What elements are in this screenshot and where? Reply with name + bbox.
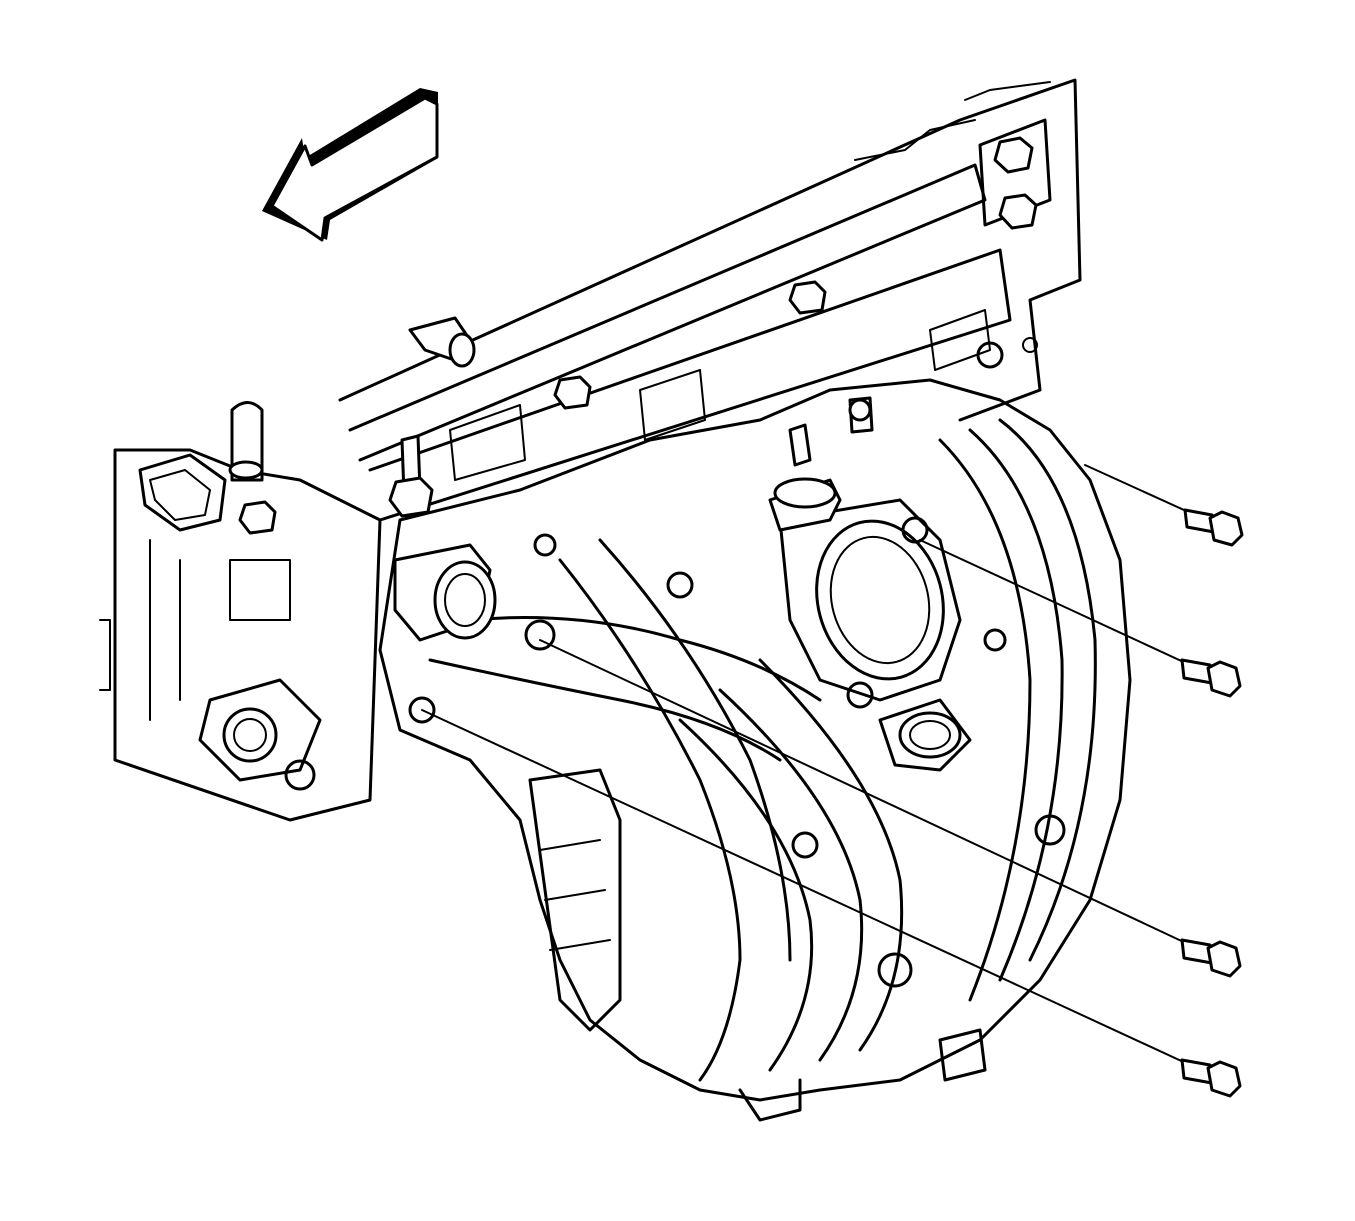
manifold-stud	[388, 434, 434, 518]
throttle-body-opening	[778, 498, 1007, 709]
manifold-bolt-4	[1180, 1058, 1242, 1098]
intake-manifold	[378, 378, 1132, 1102]
vacuum-port	[408, 316, 476, 368]
leader-line	[421, 464, 1196, 1066]
engine-block-left	[99, 401, 382, 822]
manifold-plenum	[528, 768, 1066, 1122]
manifold-bolt-1	[1183, 508, 1244, 547]
manifold-bolt-2	[1180, 658, 1242, 698]
manifold-bolt-3	[1180, 938, 1242, 978]
coolant-outlet	[393, 533, 694, 724]
direction-arrow-icon	[262, 88, 439, 242]
cylinder-head	[338, 78, 1082, 522]
sensor-connector	[768, 396, 972, 772]
cover-bolt	[238, 136, 1038, 535]
